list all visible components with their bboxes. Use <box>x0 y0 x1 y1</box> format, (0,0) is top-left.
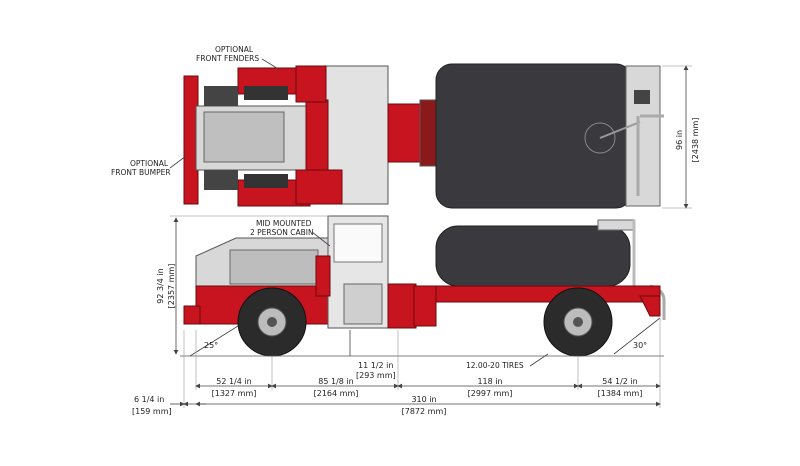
cabin-label-line1: MID MOUNTED <box>256 219 312 228</box>
width-dimension: 96 in [2438 mm] <box>662 65 700 209</box>
approach-angle: 25° <box>189 325 239 357</box>
tires-label: 12.00-20 TIRES <box>466 361 524 370</box>
length-dimensions: 52 1/4 in [1327 mm] 85 1/8 in [2164 mm] … <box>195 377 661 398</box>
cabin-label-line2: 2 PERSON CABIN <box>250 228 314 237</box>
fenders-label-line1: OPTIONAL <box>215 45 254 54</box>
departure-angle: 30° <box>613 317 661 355</box>
rear-overhang-imperial: 54 1/2 in <box>602 377 637 386</box>
side-view <box>183 215 666 357</box>
bumper-label-line1: OPTIONAL <box>130 159 169 168</box>
clearance-metric: [293 mm] <box>356 371 396 380</box>
front-to-cab-metric: [2164 mm] <box>314 389 359 398</box>
extension-lines <box>183 318 661 408</box>
label-front-fenders: OPTIONAL FRONT FENDERS <box>196 45 281 71</box>
tank-span-metric: [2997 mm] <box>468 389 513 398</box>
label-tires: 12.00-20 TIRES <box>466 353 549 370</box>
front-overhang-metric: [1327 mm] <box>212 389 257 398</box>
label-cabin: MID MOUNTED 2 PERSON CABIN <box>250 219 331 247</box>
overall-length-dimension: 310 in [7872 mm] <box>183 395 661 416</box>
fenders-label-line2: FRONT FENDERS <box>196 54 259 63</box>
height-metric: [2357 mm] <box>167 264 176 309</box>
tank-side <box>435 225 631 287</box>
front-to-cab-imperial: 85 1/8 in <box>318 377 353 386</box>
overall-length-imperial: 310 in <box>411 395 436 404</box>
rear-deck-top <box>625 65 661 207</box>
top-view <box>183 63 664 209</box>
articulation-joint <box>387 103 423 163</box>
overall-length-metric: [7872 mm] <box>402 407 447 416</box>
bumper-dimension: 6 1/4 in [159 mm] <box>132 395 206 416</box>
frame-side <box>409 285 661 303</box>
height-dimension: 92 3/4 in [2357 mm] <box>156 215 330 355</box>
width-imperial: 96 in <box>675 130 684 150</box>
rear-overhang-metric: [1384 mm] <box>598 389 643 398</box>
label-front-bumper: OPTIONAL FRONT BUMPER <box>111 155 187 177</box>
tank-span-imperial: 118 in <box>477 377 502 386</box>
bumper-metric: [159 mm] <box>132 407 172 416</box>
clearance-imperial: 11 1/2 in <box>358 361 393 370</box>
width-metric: [2438 mm] <box>691 118 700 163</box>
height-imperial: 92 3/4 in <box>156 268 165 303</box>
front-overhang-imperial: 52 1/4 in <box>216 377 251 386</box>
departure-angle-value: 30° <box>633 341 647 350</box>
bumper-imperial: 6 1/4 in <box>134 395 164 404</box>
bumper-label-line2: FRONT BUMPER <box>111 168 171 177</box>
clearance-dimension: 11 1/2 in [293 mm] <box>349 330 396 380</box>
approach-angle-value: 25° <box>204 341 218 350</box>
